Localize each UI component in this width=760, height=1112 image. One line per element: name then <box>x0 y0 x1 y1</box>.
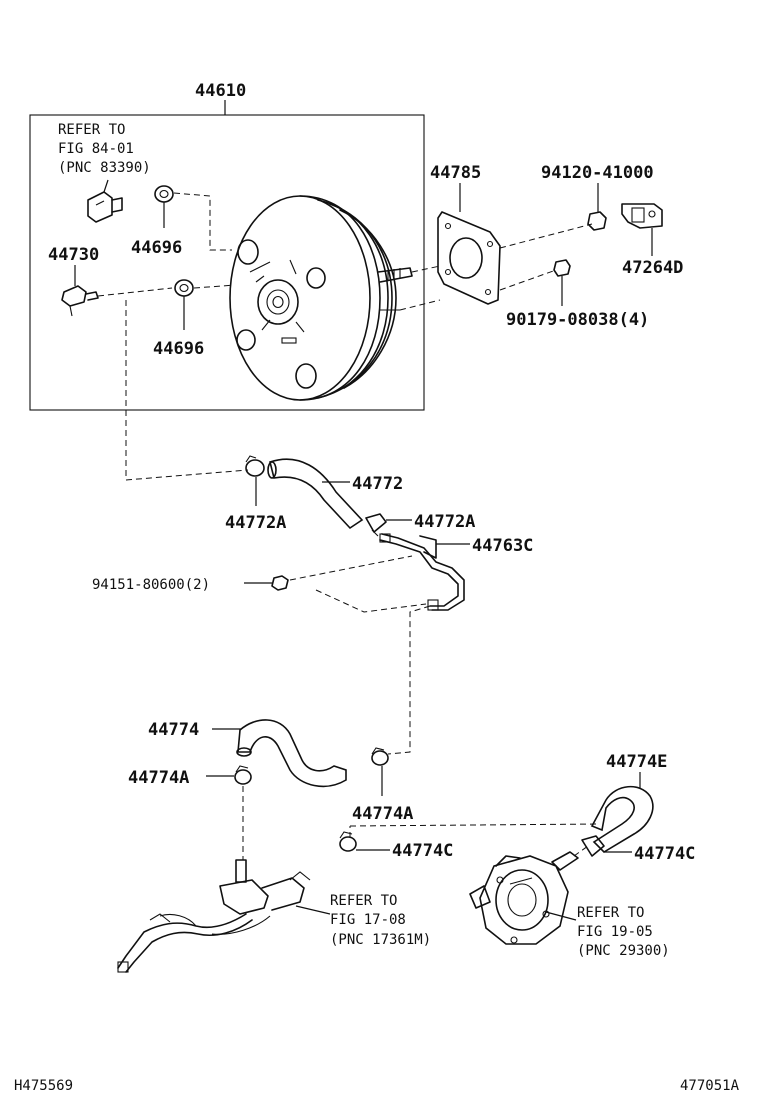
footer-left-code: H475569 <box>14 1078 73 1094</box>
upper-hose-part[interactable] <box>267 458 364 530</box>
grommet-top-part[interactable] <box>154 185 232 251</box>
nut-stud-part[interactable] <box>553 259 571 277</box>
booster-assembly-box <box>29 114 425 411</box>
label-lower-hose[interactable]: 44774 <box>148 720 199 740</box>
refer-pump-line3: (PNC 29300) <box>577 943 670 959</box>
clamp-upper-left-part[interactable] <box>245 455 265 477</box>
check-valve-part[interactable] <box>61 285 173 317</box>
label-grommet-top[interactable]: 44696 <box>131 238 182 258</box>
clamp-lower-right-part[interactable] <box>371 747 389 766</box>
intake-fitting-part[interactable] <box>117 859 311 973</box>
clamp-pump-left-part[interactable] <box>339 831 357 852</box>
label-clamp-lower-right[interactable]: 44774A <box>352 804 413 824</box>
clamp-lower-left-part[interactable] <box>234 765 252 785</box>
clamp-pump-right-part[interactable] <box>581 835 605 857</box>
bolt-part[interactable] <box>271 575 289 591</box>
label-pump-hose[interactable]: 44774E <box>606 752 667 772</box>
label-bolt[interactable]: 94151-80600(2) <box>92 577 210 593</box>
refer-engine-line2: FIG 17-08 <box>330 912 406 928</box>
check-valve-to-hose-line <box>125 300 249 481</box>
refer-engine-line1: REFER TO <box>330 893 397 909</box>
label-check-valve[interactable]: 44730 <box>48 245 99 265</box>
vacuum-sensor-part[interactable] <box>87 179 123 223</box>
clamp-upper-right-part[interactable] <box>365 513 387 537</box>
label-nut-stud[interactable]: 90179-08038(4) <box>506 310 649 330</box>
refer-booster-line1: REFER TO <box>58 122 125 138</box>
label-clevis[interactable]: 47264D <box>622 258 683 278</box>
clevis-part[interactable] <box>621 203 663 229</box>
gasket-part[interactable] <box>437 211 501 305</box>
label-gasket[interactable]: 44785 <box>430 163 481 183</box>
label-clamp-pump-right[interactable]: 44774C <box>634 844 695 864</box>
label-clamp-upper-right[interactable]: 44772A <box>414 512 475 532</box>
footer-right-code: 477051A <box>680 1078 740 1094</box>
refer-pump-line2: FIG 19-05 <box>577 924 653 940</box>
pump-hose-part[interactable] <box>590 785 654 854</box>
refer-engine-line3: (PNC 17361M) <box>330 932 431 948</box>
label-clamp-upper-left[interactable]: 44772A <box>225 513 286 533</box>
label-nut-top[interactable]: 94120-41000 <box>541 163 654 183</box>
vacuum-pump-part[interactable] <box>469 851 579 945</box>
grommet-bottom-part[interactable] <box>174 279 237 330</box>
refer-pump-line1: REFER TO <box>577 905 644 921</box>
nut-top-part[interactable] <box>587 211 607 231</box>
label-clamp-pump-left[interactable]: 44774C <box>392 841 453 861</box>
label-vacuum-pipe[interactable]: 44763C <box>472 536 533 556</box>
booster-assembly-group: 44610 REFER TO FIG 84-01 (PNC 83390) 446… <box>29 81 425 411</box>
label-upper-hose[interactable]: 44772 <box>352 474 403 494</box>
label-clamp-lower-left[interactable]: 44774A <box>128 768 189 788</box>
refer-booster-line3: (PNC 83390) <box>58 160 151 176</box>
vacuum-pipe-part[interactable] <box>379 533 465 611</box>
label-booster-assembly[interactable]: 44610 <box>195 81 246 101</box>
lower-hose-part[interactable] <box>236 719 347 788</box>
refer-booster-line2: FIG 84-01 <box>58 141 134 157</box>
brake-booster-body[interactable] <box>229 195 413 401</box>
label-grommet-bottom[interactable]: 44696 <box>153 339 204 359</box>
